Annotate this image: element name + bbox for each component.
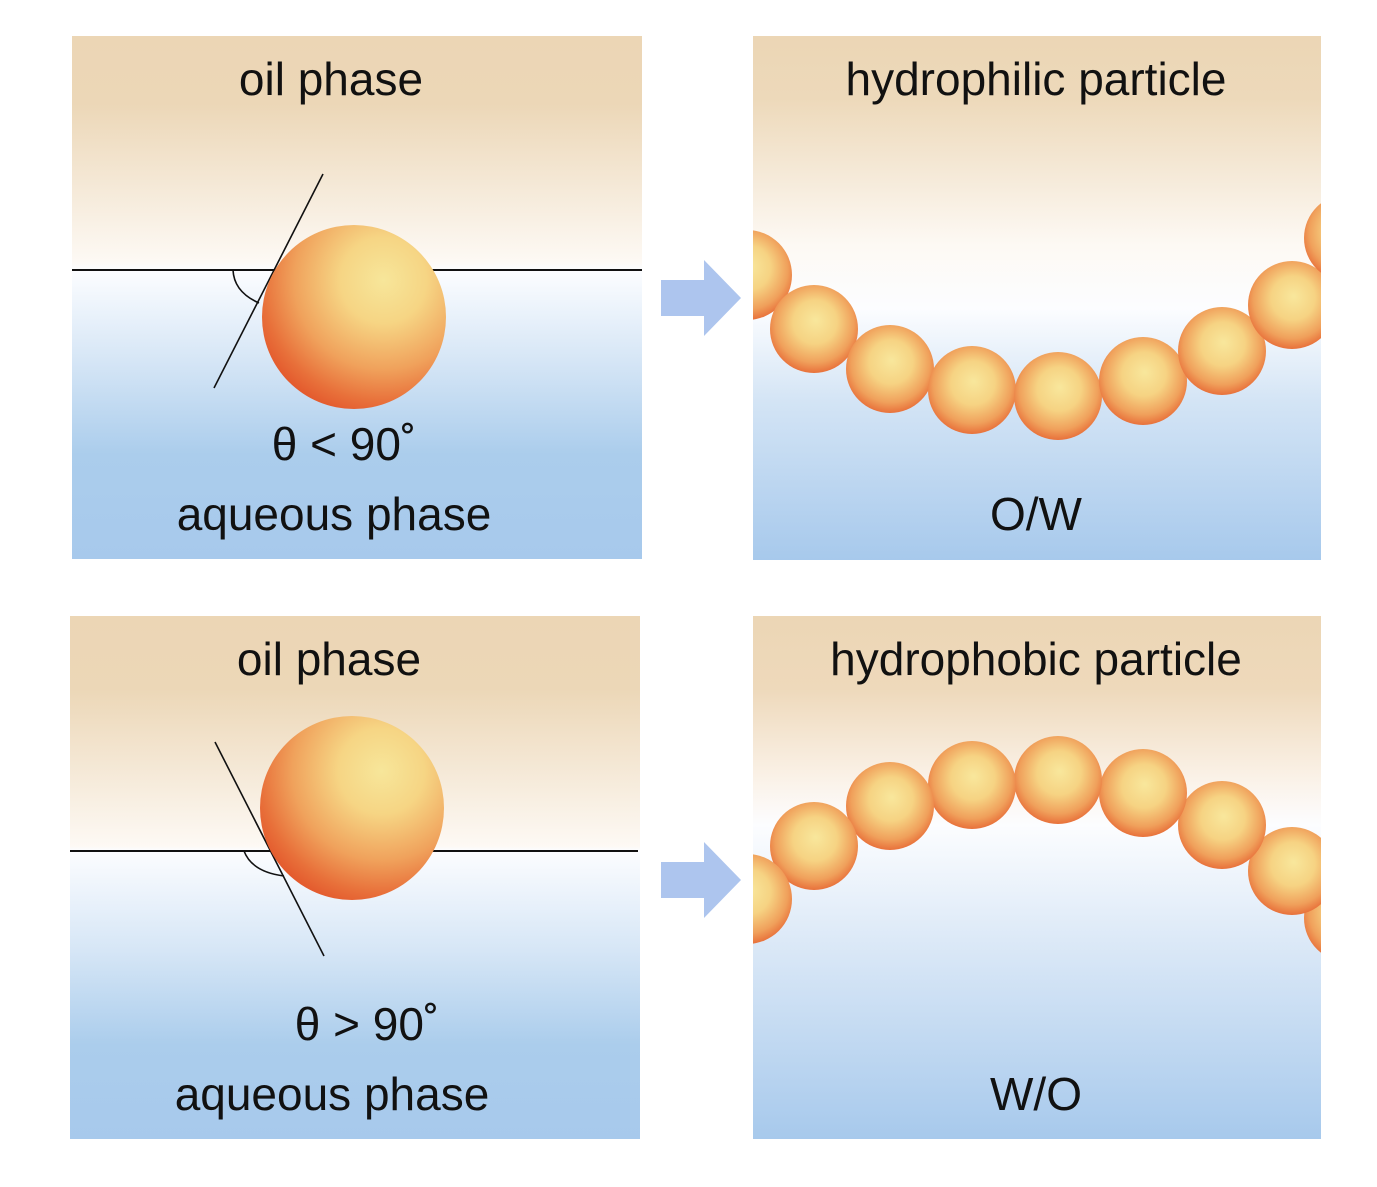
top-left-panel: oil phase θ < 90˚ aqueous phase [72,36,642,559]
chain-particle [1248,261,1321,349]
top-right-panel: hydrophilic particle O/W [753,36,1321,560]
bottom-arrow-icon [661,842,741,918]
top-right-background [753,36,1321,560]
bottom-right-particle-chain [753,736,1321,953]
top-arrow-icon [661,260,741,336]
chain-particle [1014,352,1102,440]
chain-particle [1178,307,1266,395]
bottom-right-panel: hydrophobic particle W/O [753,616,1321,1139]
chain-particle [1099,337,1187,425]
chain-particle [770,285,858,373]
bottom-right-title: hydrophobic particle [830,633,1242,685]
chain-particle [928,741,1016,829]
chain-particle [846,762,934,850]
bottom-left-panel: oil phase θ > 90˚ aqueous phase [70,616,640,1139]
bottom-left-particle [260,716,444,900]
bottom-right-emulsion-label: W/O [990,1068,1082,1120]
chain-particle [1099,749,1187,837]
top-left-angle-label: θ < 90˚ [272,418,417,470]
top-right-particle-chain [753,203,1321,440]
bottom-left-oil-label: oil phase [237,633,421,685]
bottom-left-tangent-line [214,741,325,957]
top-left-oil-label: oil phase [239,53,423,105]
top-left-aqueous-label: aqueous phase [177,488,492,540]
chain-particle [1248,827,1321,915]
chain-particle [770,802,858,890]
top-left-angle-arc [232,269,260,304]
chain-particle [846,325,934,413]
bottom-left-angle-arc [243,850,285,877]
top-left-particle [262,225,446,409]
top-right-emulsion-label: O/W [990,488,1083,540]
chain-particle [753,230,792,320]
bottom-right-background [753,616,1321,1139]
bottom-left-aqueous-label: aqueous phase [175,1068,490,1120]
chain-particle [1178,781,1266,869]
top-left-tangent-line [213,173,324,389]
top-right-title: hydrophilic particle [846,53,1227,105]
bottom-left-angle-label: θ > 90˚ [295,998,440,1050]
chain-particle [1014,736,1102,824]
chain-particle [753,854,792,944]
chain-particle [1304,203,1321,273]
chain-particle [928,346,1016,434]
